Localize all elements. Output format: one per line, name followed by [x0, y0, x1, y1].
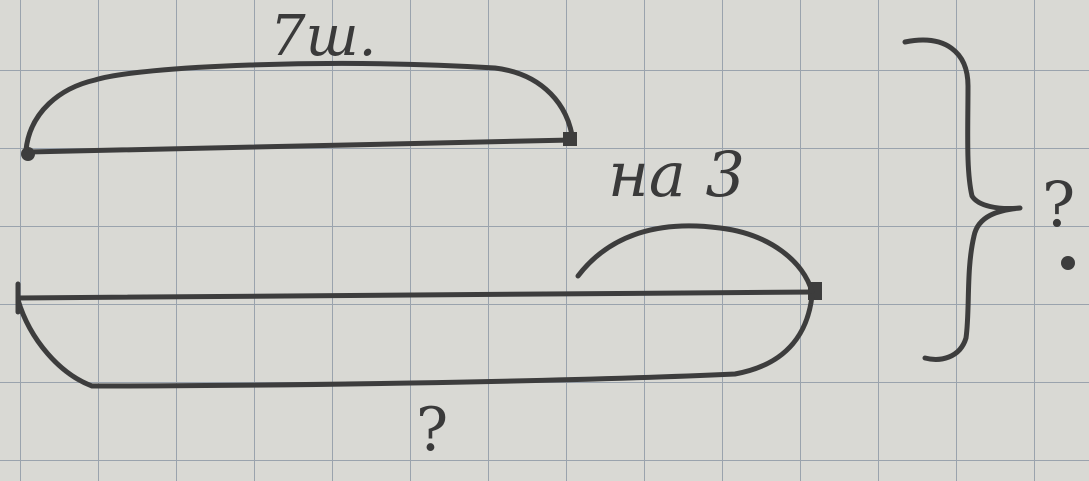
total-question-dot — [1061, 256, 1075, 270]
top-segment — [25, 137, 575, 155]
right-brace — [902, 37, 1023, 362]
top-length-label: 7ш. — [270, 4, 376, 69]
bottom-question-mark: ? — [416, 395, 448, 465]
difference-arc — [575, 223, 815, 295]
difference-label: на 3 — [608, 138, 745, 211]
bottom-arc — [15, 293, 815, 389]
total-question-mark: ? — [1042, 168, 1075, 241]
bottom-segment — [15, 289, 818, 301]
top-arc — [23, 61, 575, 153]
